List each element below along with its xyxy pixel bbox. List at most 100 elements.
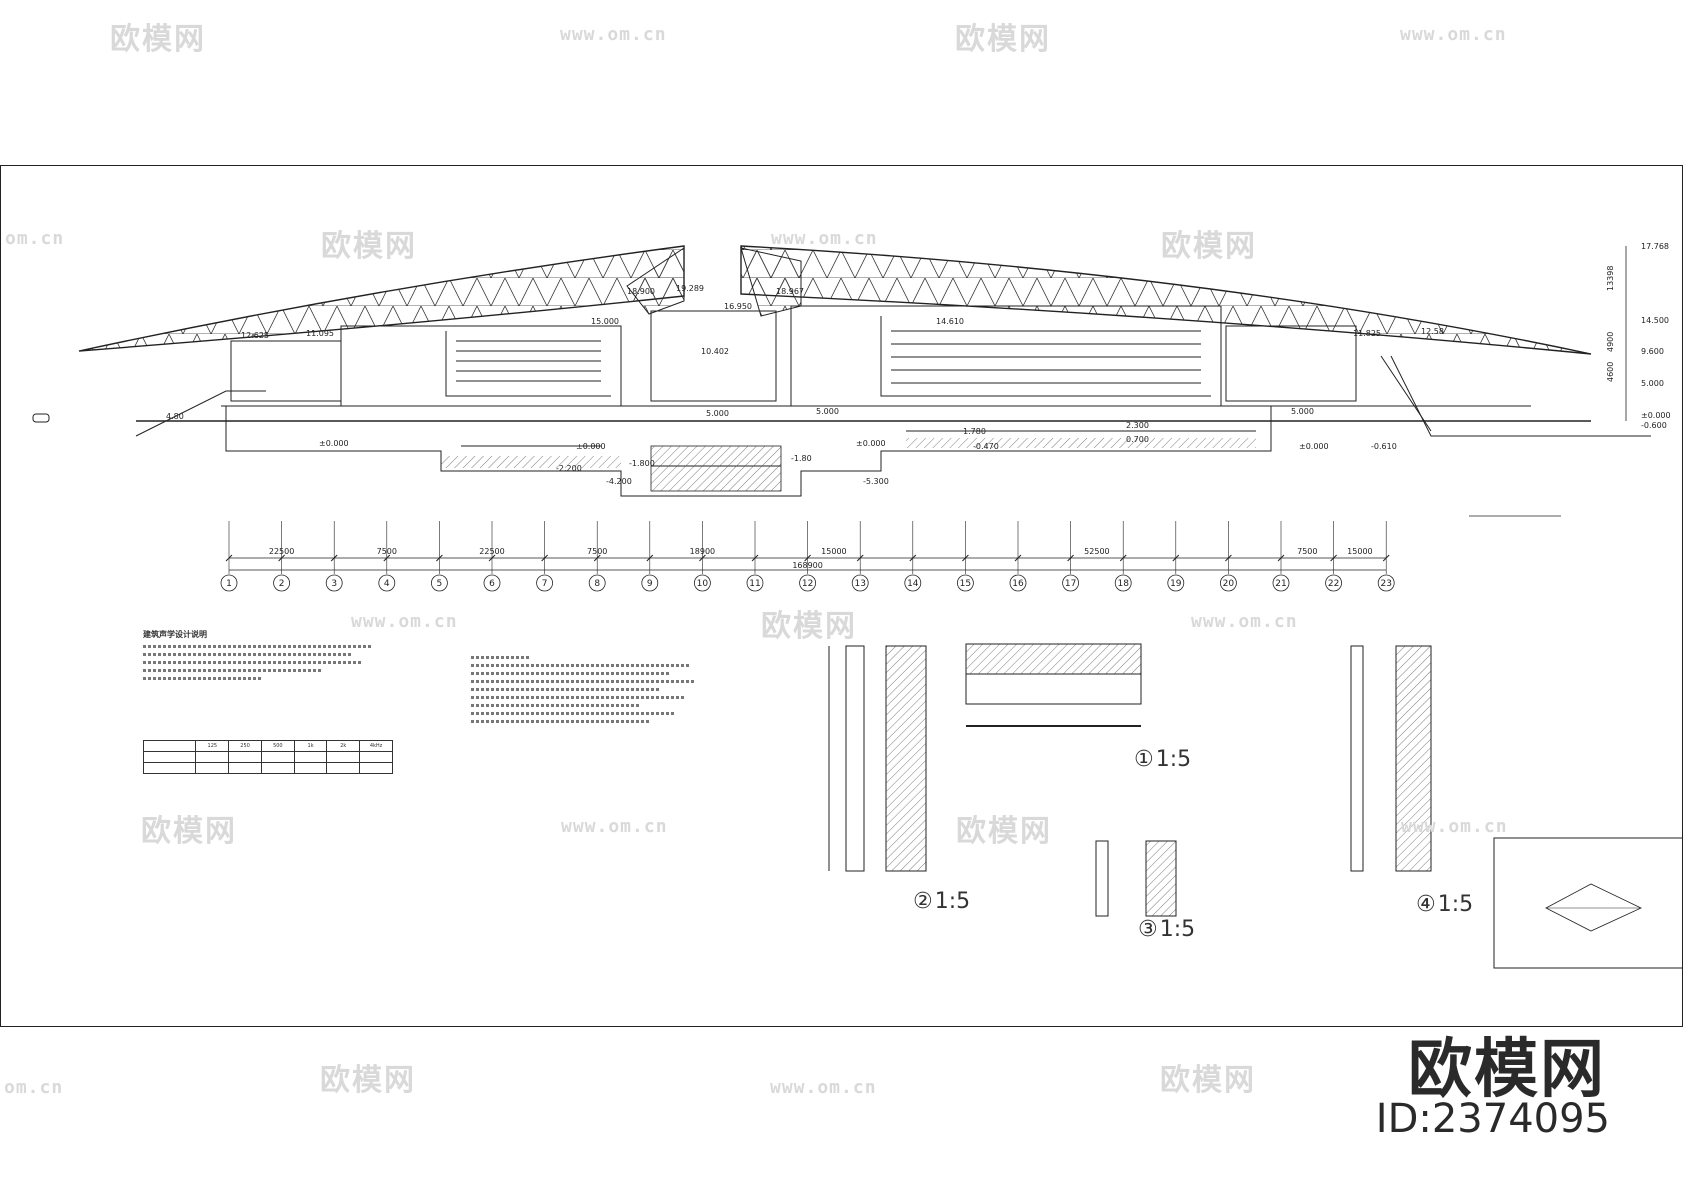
grid-bubble	[325, 574, 343, 592]
level-label: 0.700	[1126, 435, 1149, 444]
span-dimension-label: 52500	[1084, 547, 1109, 556]
level-label: 12.58	[1421, 327, 1444, 336]
grid-label: 13	[854, 579, 865, 589]
grid-label: 17	[1065, 579, 1076, 589]
dimension-tick	[593, 554, 601, 562]
detail-scale-1: ①1:5	[1134, 747, 1191, 772]
grid-label: 11	[749, 579, 760, 589]
dimension-tick	[909, 554, 917, 562]
watermark-logo: 欧模网	[110, 22, 206, 57]
dimension-tick	[330, 554, 338, 562]
watermark-logo: 欧模网	[320, 1063, 416, 1098]
grid-label: 4	[384, 579, 390, 589]
grid-label: 9	[647, 579, 653, 589]
level-label: 16.950	[724, 302, 752, 311]
grid-label: 20	[1223, 579, 1235, 589]
grid-bubble	[1325, 574, 1342, 592]
dimension-tick	[1014, 554, 1022, 562]
level-label: 11.095	[306, 329, 334, 338]
level-label: 14.610	[936, 317, 964, 326]
level-label: ±0.000	[319, 439, 349, 448]
level-label: 2.300	[1126, 421, 1149, 430]
level-label: 18.967	[776, 287, 804, 296]
dim-label: 4600	[1606, 362, 1615, 382]
grid-bubble	[1220, 574, 1237, 592]
level-label: -0.610	[1371, 442, 1397, 451]
grid-label: 6	[489, 579, 495, 589]
grid-bubble	[641, 574, 659, 592]
grid-label: 23	[1380, 579, 1391, 589]
level-label: -1.800	[629, 459, 655, 468]
dimension-tick	[1119, 554, 1127, 562]
dimension-tick	[436, 554, 443, 562]
grid-label: 8	[594, 579, 600, 589]
grid-bubble	[378, 574, 396, 592]
drawing-sheet: 17.768 14.500 9.600 5.000 ±0.000 -0.600 …	[0, 165, 1684, 1027]
level-label: 11.825	[1353, 329, 1381, 338]
roof-truss-right	[740, 245, 1592, 355]
model-id: ID:2374095	[1375, 1096, 1610, 1142]
dimension-tick	[278, 554, 285, 562]
grid-label: 2	[279, 579, 285, 589]
elev-label: ±0.000	[1641, 411, 1671, 420]
level-label: 10.402	[701, 347, 729, 356]
span-dimension-label: 22500	[269, 547, 294, 556]
dimension-tick	[751, 554, 759, 562]
grid-bubble	[851, 574, 869, 592]
dimension-tick	[488, 554, 496, 562]
construction-notes	[471, 651, 711, 728]
level-label: -1.80	[791, 454, 812, 463]
dimension-tick	[383, 554, 391, 562]
grid-label: 3	[331, 579, 337, 589]
grid-label: 16	[1012, 579, 1024, 589]
grid-label: 19	[1170, 579, 1182, 589]
elev-label: 9.600	[1641, 347, 1664, 356]
grid-bubble	[430, 574, 448, 592]
notes-title: 建筑声学设计说明	[143, 630, 207, 639]
grid-label: 7	[542, 579, 548, 589]
dimension-tick	[856, 554, 864, 562]
watermark-url: www.om.cn	[1400, 24, 1507, 45]
grid-bubble	[1009, 574, 1027, 592]
grid-bubble	[273, 574, 291, 592]
grid-bubble	[957, 574, 974, 592]
dimension-tick	[804, 554, 811, 562]
level-label: 19.289	[676, 284, 704, 293]
grid-bubble	[1167, 574, 1185, 592]
span-dimension-label: 7500	[587, 547, 607, 556]
grid-bubble	[1062, 574, 1079, 592]
grid-bubble	[1114, 574, 1132, 592]
grid-bubble	[1272, 574, 1290, 592]
level-label: ±0.000	[576, 442, 606, 451]
dimension-tick	[962, 554, 969, 562]
elev-label: 5.000	[1641, 379, 1664, 388]
span-dimension-label: 15000	[1347, 547, 1372, 556]
section-drawing: 17.768 14.500 9.600 5.000 ±0.000 -0.600 …	[32, 242, 1684, 969]
level-label: -5.300	[863, 477, 889, 486]
level-label: ±0.000	[1299, 442, 1329, 451]
level-label: 5.000	[1291, 407, 1314, 416]
level-label: 12.625	[241, 331, 269, 340]
grid-bubble	[904, 574, 922, 592]
grid-label: 15	[960, 579, 971, 589]
grid-bubble	[536, 574, 553, 592]
span-dimension-label: 15000	[821, 547, 846, 556]
grid-label: 1	[226, 579, 232, 589]
span-dimension-label: 7500	[377, 547, 397, 556]
dimension-tick	[699, 554, 706, 562]
grid-bubble	[799, 574, 816, 592]
detail-scale-2: ②1:5	[913, 889, 970, 914]
grid-bubble	[746, 574, 764, 592]
total-dimension-label: 168900	[792, 561, 823, 570]
dim-label: 4900	[1606, 332, 1615, 352]
level-label: -0.470	[973, 442, 999, 451]
watermark-logo: 欧模网	[955, 22, 1051, 57]
grid-bubble	[483, 574, 501, 592]
level-label: 5.000	[816, 407, 839, 416]
detail-scale-4: ④1:5	[1416, 892, 1473, 917]
level-label: 4.80	[166, 412, 184, 421]
watermark-url: www.om.cn	[560, 24, 667, 45]
level-label: 1.780	[963, 427, 986, 436]
level-label: -4.200	[606, 477, 632, 486]
